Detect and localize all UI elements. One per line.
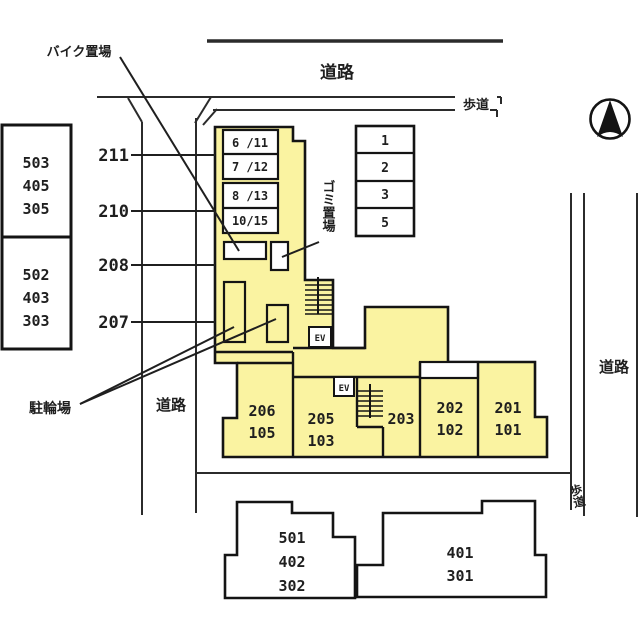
unit-206: 206 <box>248 402 275 420</box>
road-left-label: 道路 <box>156 396 187 414</box>
unit-301: 301 <box>446 567 473 585</box>
unit-503: 503 <box>22 154 49 172</box>
bicycle-leader-1 <box>79 326 235 405</box>
bike-storage-label: バイク置場 <box>47 44 112 60</box>
elevator-label-1: EV <box>315 334 326 344</box>
leader-lines <box>79 56 320 405</box>
elevator-box-2 <box>333 376 355 397</box>
unit-102: 102 <box>436 421 463 439</box>
bike-storage-leader <box>119 56 240 252</box>
road-top-label: 道路 <box>320 62 355 83</box>
garbage-area-label: ゴミ置場 <box>320 179 336 233</box>
garbage-leader <box>281 241 320 258</box>
unit-502: 502 <box>22 266 49 284</box>
unit-205: 205 <box>307 410 334 428</box>
tower-cell-3: 8 /13 <box>232 189 268 203</box>
sidewalk-top-label: 歩道 <box>463 97 489 113</box>
unit-201: 201 <box>494 399 521 417</box>
parking-column: 1 2 3 5 <box>354 124 416 238</box>
bicycle-parking-label: 駐輪場 <box>29 400 71 417</box>
parking-space-1: 1 <box>381 134 389 149</box>
bicycle-rack-1 <box>222 280 247 344</box>
left-parking-box-2 <box>0 235 73 351</box>
left-parking-boxes: 503 405 305 502 403 303 <box>0 123 73 351</box>
stairs-lower <box>357 384 383 418</box>
unit-305: 305 <box>22 200 49 218</box>
south-building-labels: 501 402 302 401 301 <box>278 529 473 595</box>
sidewalk-right-label: 歩道 <box>567 481 587 510</box>
elevator-box-1 <box>308 326 332 348</box>
south-building-left <box>223 500 357 600</box>
unit-101: 101 <box>494 421 521 439</box>
unit-402: 402 <box>278 553 305 571</box>
unit-202: 202 <box>436 399 463 417</box>
stairs-upper <box>305 277 332 315</box>
parking-space-5: 5 <box>381 216 389 231</box>
marker-207: 207 <box>98 313 129 333</box>
bike-storage-box <box>222 240 268 261</box>
unit-302: 302 <box>278 577 305 595</box>
marker-211: 211 <box>98 146 129 166</box>
unit-303: 303 <box>22 312 49 330</box>
unit-103: 103 <box>307 432 334 450</box>
unit-401: 401 <box>446 544 473 562</box>
unit-403: 403 <box>22 289 49 307</box>
parking-space-3: 3 <box>381 188 389 203</box>
garbage-box <box>269 240 290 272</box>
tower-cell-2: 7 /12 <box>232 160 268 174</box>
road-right-label: 道路 <box>599 358 630 376</box>
compass-north-icon <box>589 98 631 140</box>
building-notch <box>418 360 480 380</box>
bicycle-leader-2 <box>79 318 277 405</box>
unit-405: 405 <box>22 177 49 195</box>
elevator-label-2: EV <box>339 384 350 394</box>
marker-210: 210 <box>98 202 129 222</box>
tower-cell-1: 6 /11 <box>232 136 268 150</box>
corner-chamfer-right-b <box>202 108 218 126</box>
tower-cell-4: 10/15 <box>232 214 268 228</box>
row-markers: 211 210 208 207 <box>98 146 215 333</box>
parking-space-2: 2 <box>381 161 389 176</box>
corner-chamfer-left <box>127 97 143 123</box>
unit-105: 105 <box>248 424 275 442</box>
tower-cell-boxes <box>221 128 280 235</box>
unit-501: 501 <box>278 529 305 547</box>
south-building-right <box>355 499 548 599</box>
lower-unit-labels: 206 105 205 103 203 202 102 201 101 <box>248 399 521 450</box>
unit-203: 203 <box>387 410 414 428</box>
marker-208: 208 <box>98 256 129 276</box>
lot-boundaries <box>97 39 638 517</box>
corner-chamfer-right-a <box>194 96 212 124</box>
tower-cell-labels: 6 /11 7 /12 8 /13 10/15 <box>232 136 268 228</box>
